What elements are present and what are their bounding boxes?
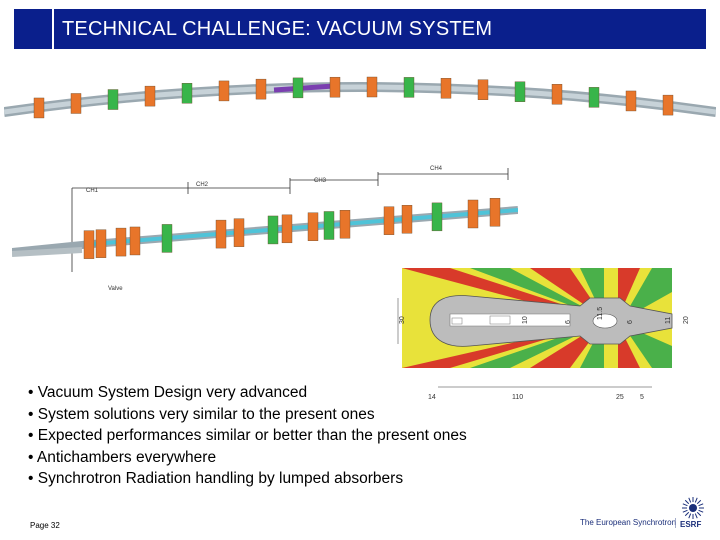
esrf-logo: ESRF	[675, 497, 704, 529]
lattice-arc-figure	[4, 76, 716, 119]
dim-label-11: 11	[665, 317, 672, 324]
dim-label-11-5: 11.5	[597, 307, 604, 320]
sextupole-block	[588, 87, 600, 108]
magnet-block	[215, 219, 227, 249]
bullet-item: • Antichambers everywhere	[28, 448, 217, 466]
dim-label-25: 25	[616, 394, 624, 401]
ch1-label: CH1	[86, 188, 99, 194]
magnet-block	[625, 90, 637, 112]
bullet-item: • Vacuum System Design very advanced	[28, 384, 308, 401]
bullet-item: • Synchrotron Radiation handling by lump…	[28, 470, 404, 487]
magnet-block	[115, 227, 127, 257]
magnet-block	[401, 205, 413, 234]
magnet-block	[95, 229, 107, 258]
sextupole-block	[161, 224, 173, 253]
sextupole-block	[267, 215, 279, 245]
magnet-block	[281, 214, 293, 244]
magnet-block	[255, 78, 267, 100]
bullet-item: • Expected performances similar or bette…	[28, 427, 467, 444]
magnet-block	[70, 93, 82, 114]
title-bar-stub	[14, 9, 54, 49]
magnet-block	[662, 94, 674, 116]
magnet-block	[144, 85, 156, 107]
page-number: Page 32	[30, 521, 60, 530]
title-bar: TECHNICAL CHALLENGE: VACUUM SYSTEM	[14, 9, 706, 49]
brand-tagline: The European Synchrotron	[580, 518, 677, 527]
sextupole-block	[431, 202, 443, 232]
dim-label-6: 6	[565, 320, 572, 324]
dim-label-30: 30	[399, 316, 406, 324]
sextupole-block	[107, 89, 119, 110]
sextupole-block	[292, 77, 304, 99]
magnet-block	[551, 84, 563, 105]
logo-text: ESRF	[680, 520, 701, 529]
magnet-block	[366, 76, 378, 98]
dim-label-10: 10	[522, 316, 529, 324]
sextupole-block	[323, 211, 335, 240]
magnet-block	[477, 79, 489, 100]
girder-chambers-figure: CH1 CH2 CH3 CH4 Valve	[12, 166, 518, 292]
magnet-block	[440, 78, 452, 99]
magnet-block	[218, 80, 230, 102]
magnet-block	[33, 97, 45, 119]
magnet-block	[129, 226, 141, 256]
magnet-block	[329, 76, 341, 98]
dim-label-14: 14	[428, 394, 436, 401]
magnet-block	[339, 210, 351, 239]
bullet-item: • System solutions very similar to the p…	[28, 405, 375, 423]
magnet-block	[467, 199, 479, 229]
magnet-block	[307, 212, 319, 241]
chamber-cross-section: 30 10 6 11.5 6 11 20 14 110 25 5	[397, 268, 690, 401]
sextupole-block	[181, 83, 193, 104]
magnet-block	[489, 198, 501, 227]
slide-title: TECHNICAL CHALLENGE: VACUUM SYSTEM	[62, 18, 493, 40]
dim-label-5: 5	[640, 394, 644, 401]
valve-label: Valve	[108, 286, 123, 292]
bullet-list: • Vacuum System Design very advanced • S…	[28, 382, 467, 490]
magnet-block	[383, 206, 395, 235]
ch4-label: CH4	[430, 166, 443, 172]
dim-label-20: 20	[683, 316, 690, 324]
magnet-block	[233, 218, 245, 247]
dim-label-110: 110	[512, 394, 523, 401]
ch2-label: CH2	[196, 182, 209, 188]
ch3-label: CH3	[314, 178, 327, 184]
sextupole-block	[514, 81, 526, 102]
sextupole-block	[403, 77, 415, 98]
dim-label-6b: 6	[627, 320, 634, 324]
magnet-block	[83, 230, 95, 259]
